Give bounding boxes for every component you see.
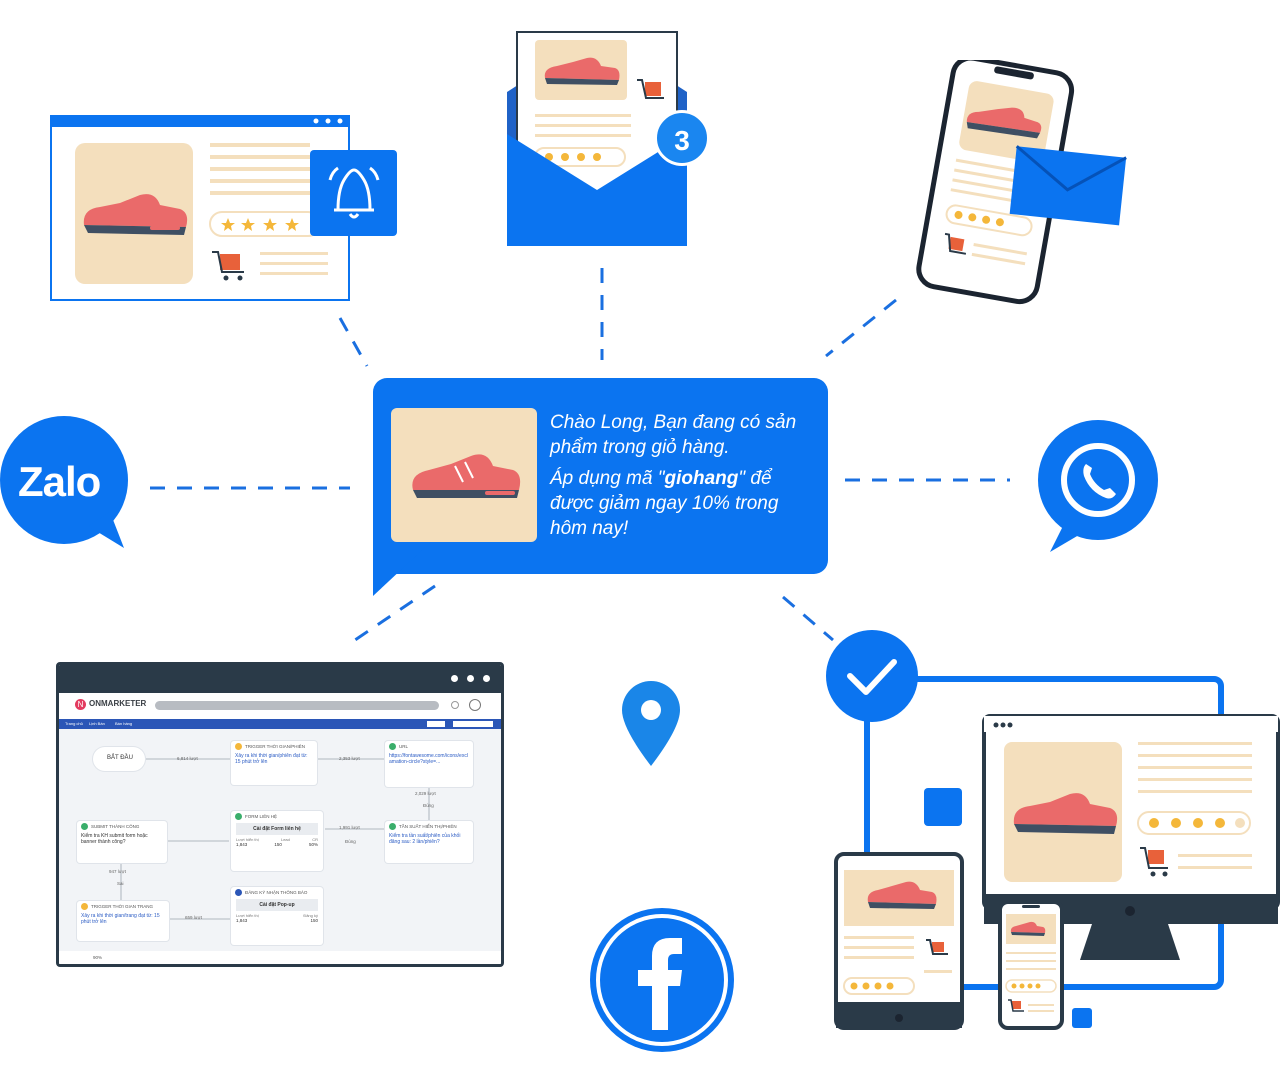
start-node[interactable]: BẮT ĐẦU (93, 747, 145, 771)
edge-label: Sai (117, 881, 124, 886)
avatar-icon[interactable] (469, 699, 481, 711)
app-footer: 90% (59, 951, 501, 964)
location-pin-icon (616, 678, 686, 768)
zalo-label: Zalo (18, 458, 101, 505)
checkmark-icon (826, 630, 922, 726)
desktop-monitor (982, 714, 1280, 964)
browser-window (50, 115, 400, 305)
smartphone-mockup (998, 900, 1064, 1030)
edge-label: 2,029 lượt (415, 791, 436, 796)
trigger-time-node[interactable]: TRIGGER THỜI GIAN/PHIÊN Xảy ra khi thời … (231, 741, 317, 785)
workflow-edges (120, 758, 430, 920)
bell-icon (328, 166, 380, 219)
phone-call-icon (1036, 418, 1161, 556)
message-offer: Áp dụng mã "giohang" để được giảm ngay 1… (550, 468, 779, 539)
window-titlebar (59, 665, 501, 693)
phone-mockup (905, 60, 1130, 305)
message-text: Chào Long, Bạn đang có sản phẩm trong gi… (550, 410, 820, 547)
edge-label: 2,353 lượt (339, 756, 360, 761)
product-image (391, 408, 537, 542)
brand-name: ONMARKETER (89, 699, 147, 708)
nav-item-home[interactable]: Trang chủ (65, 721, 83, 726)
url-node[interactable]: URL https://fontawesome.com/icons/exclam… (385, 741, 473, 787)
frequency-node[interactable]: TẦN SUẤT HIỂN THỊ/PHIÊN Kiểm tra tần suấ… (385, 821, 473, 863)
nav-item-sales[interactable]: Lịnh Bán (89, 721, 105, 726)
search-bar[interactable] (155, 701, 439, 710)
blue-square-decor (1072, 1008, 1092, 1028)
edge-label: 1,991 lượt (339, 825, 360, 830)
message-greeting: Chào Long, Bạn đang có sản phẩm trong gi… (550, 412, 797, 458)
tablet-mockup (834, 852, 964, 1030)
settings-icon[interactable] (451, 701, 459, 709)
bell-notification (310, 150, 397, 236)
email-count-badge: 3 (654, 110, 710, 166)
workflow-canvas: BẮT ĐẦU 6,814 lượt TRIGGER THỜI GIAN/PHI… (59, 729, 501, 951)
coupon-code: giohang (664, 468, 739, 489)
zoom-level[interactable]: 90% (93, 955, 103, 960)
zalo-logo (0, 416, 135, 556)
edge-label: Đúng (345, 839, 356, 844)
edge-label: 6,814 lượt (177, 756, 198, 761)
email-envelope (505, 30, 720, 248)
mail-icon (1009, 145, 1127, 226)
message-bubble-tail (373, 540, 433, 596)
edge-label: Đúng (423, 803, 434, 808)
facebook-icon (588, 904, 738, 1056)
nav-item-orders[interactable]: Bán hàng (115, 721, 133, 726)
edge-label: 947 lượt (109, 869, 126, 874)
trigger-page-node[interactable]: TRIGGER THỜI GIAN TRANG Xảy ra khi thời … (77, 901, 169, 941)
submit-success-node[interactable]: SUBMIT THÀNH CÔNG Kiểm tra KH submit for… (77, 821, 167, 863)
brand-logo-icon: N (75, 699, 86, 710)
automation-app-window: N ONMARKETER Trang chủ Lịnh Bán Bán hàng… (56, 662, 504, 967)
app-nav-bar: Trang chủ Lịnh Bán Bán hàng (59, 719, 501, 729)
signup-node[interactable]: ĐĂNG KÝ NHẬN THÔNG BÁO Cài đặt Pop-up Lư… (231, 887, 323, 945)
blue-square-decor (924, 788, 962, 826)
form-node[interactable]: FORM LIÊN HỆ Cài đặt Form liên hệ Lượt h… (231, 811, 323, 871)
sneaker-icon (412, 454, 521, 498)
edge-label: 659 lượt (185, 915, 202, 920)
